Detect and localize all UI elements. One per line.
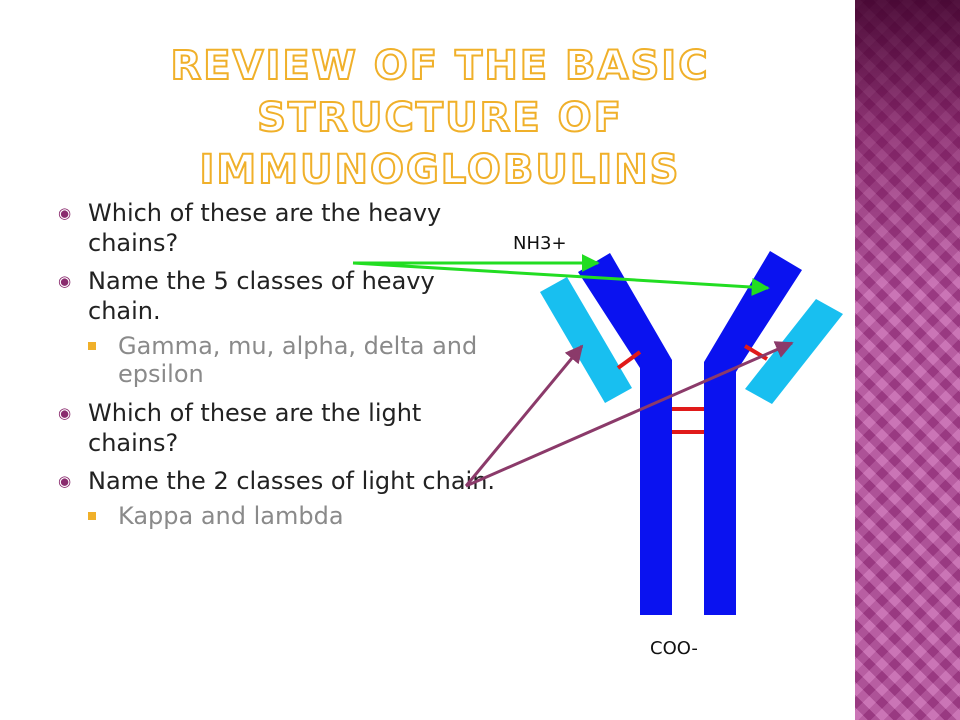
bullet-heavy-chain-classes-question: Name the 5 classes of heavy chain.: [58, 266, 498, 326]
light-chain-arrow-left: [464, 344, 584, 487]
right-heavy-chain: [704, 251, 802, 615]
sub-bullet-heavy-chain-classes-answer: Gamma, mu, alpha, delta and epsilon: [88, 332, 498, 388]
left-light-chain: [540, 277, 632, 403]
bullet-light-chain-classes-question: Name the 2 classes of light chain.: [58, 466, 498, 496]
left-heavy-chain: [578, 253, 672, 615]
antibody-diagram: NH3+ COO-: [352, 233, 843, 659]
left-disulfide-bond: [616, 350, 642, 370]
bullet-heavy-chains-question: Which of these are the heavy chains?: [58, 198, 498, 258]
coo-terminal-label: COO-: [650, 638, 698, 659]
light-chain-arrow-right: [465, 341, 794, 488]
sub-bullet-light-chain-classes-answer: Kappa and lambda: [88, 502, 498, 530]
bullet-list: Which of these are the heavy chains? Nam…: [58, 198, 498, 540]
right-light-chain: [745, 299, 843, 404]
nh3-terminal-label: NH3+: [513, 233, 567, 254]
decorative-side-strip: [855, 0, 960, 720]
bullet-light-chains-question: Which of these are the light chains?: [58, 398, 498, 458]
heavy-chain-arrow-right: [352, 261, 770, 297]
slide-title: Review of the basic structure of immunog…: [169, 42, 710, 194]
